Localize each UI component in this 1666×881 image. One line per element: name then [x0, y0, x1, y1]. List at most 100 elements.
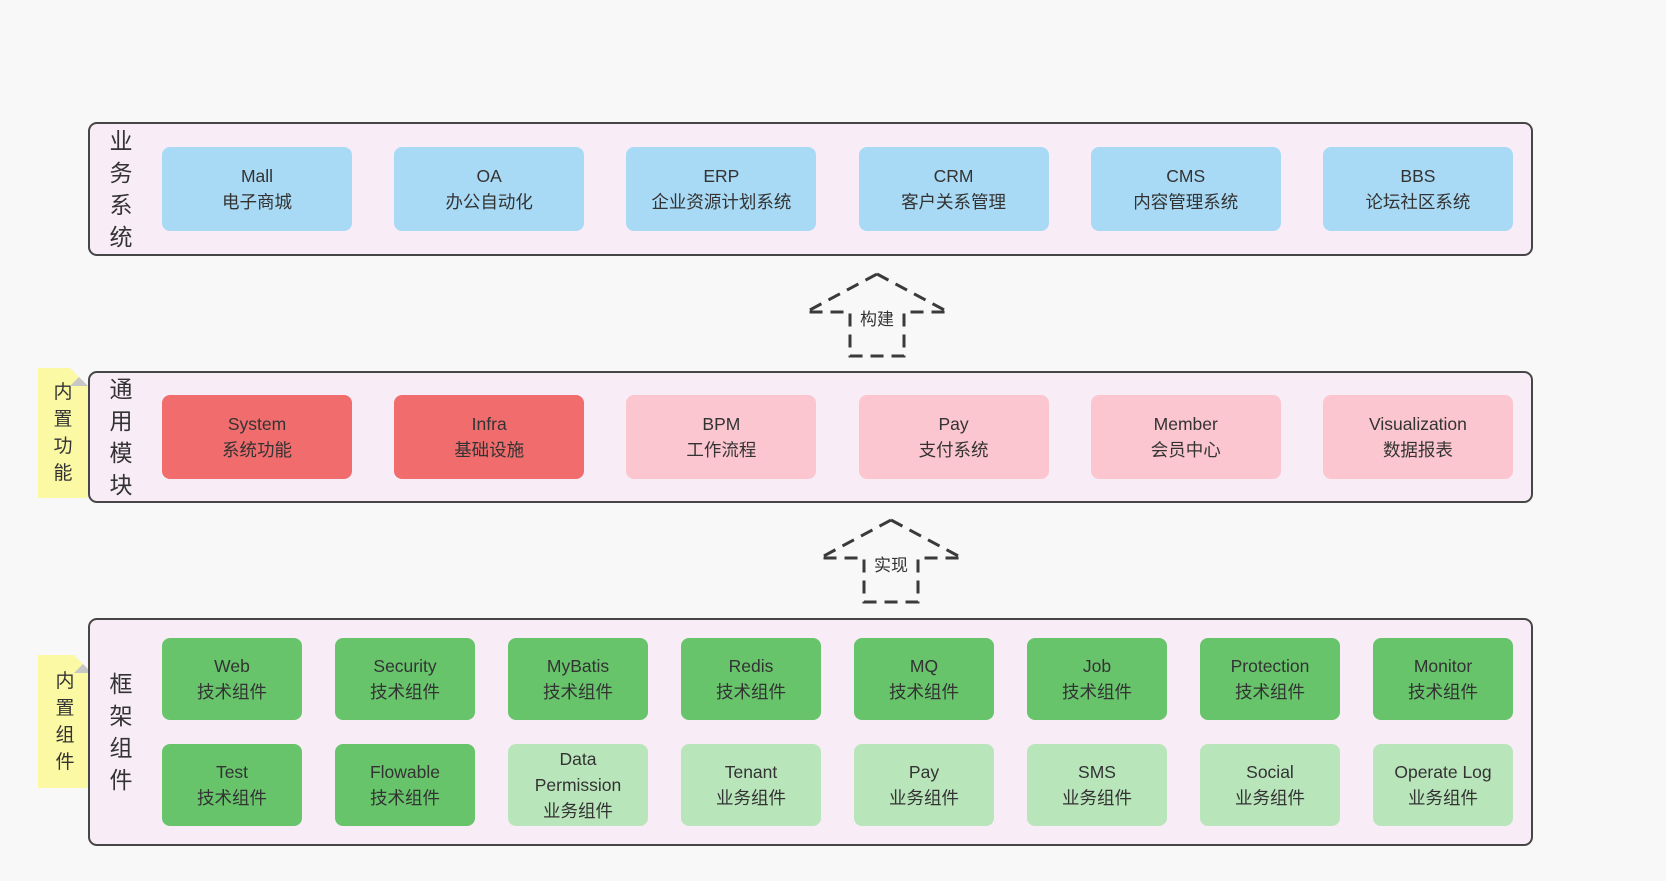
box-name: Tenant	[724, 761, 778, 782]
band-label-business-systems: 业务系统	[109, 128, 133, 250]
box-test: Test 技术组件	[162, 744, 302, 826]
box-mybatis: MyBatis 技术组件	[508, 638, 648, 720]
box-name: Test	[215, 761, 249, 782]
box-desc: 技术组件	[197, 788, 267, 808]
band-label-common-modules: 通用模块	[109, 376, 133, 498]
box-desc: 基础设施	[454, 440, 525, 460]
box-system: System 系统功能	[162, 395, 352, 479]
box-web: Web 技术组件	[162, 638, 302, 720]
arrow-implement-label: 实现	[871, 551, 911, 576]
box-name: Job	[1082, 655, 1112, 676]
box-name: Visualization	[1368, 413, 1467, 434]
box-desc: 技术组件	[1235, 682, 1305, 702]
box-name: Flowable	[369, 761, 441, 782]
arrow-up-icon	[805, 272, 949, 358]
box-name: MQ	[909, 655, 939, 676]
box-desc: 业务组件	[716, 788, 786, 808]
box-desc: 业务组件	[543, 801, 613, 822]
band-row: Web 技术组件 Security 技术组件 MyBatis 技术组件 Redi…	[136, 638, 1531, 720]
arrow-build-label: 构建	[857, 305, 897, 330]
box-member: Member 会员中心	[1090, 395, 1281, 479]
box-desc: 工作流程	[686, 440, 757, 460]
box-name: Data Permission	[534, 748, 622, 795]
box-sms: SMS 业务组件	[1027, 744, 1167, 826]
sticky-note-label: 内置组件	[55, 670, 75, 773]
band-business-systems: 业务系统 Mall 电子商城 OA 办公自动化 ERP 企业资源计划系统 CRM…	[88, 122, 1533, 256]
box-monitor: Monitor 技术组件	[1373, 638, 1513, 720]
box-desc: 会员中心	[1150, 440, 1221, 460]
box-name: Social	[1246, 761, 1294, 782]
box-name: CMS	[1166, 165, 1206, 186]
box-desc: 企业资源计划系统	[651, 192, 792, 212]
box-tenant: Tenant 业务组件	[681, 744, 821, 826]
box-name: SMS	[1078, 761, 1116, 782]
box-bbs: BBS 论坛社区系统	[1322, 147, 1513, 231]
box-desc: 办公自动化	[445, 192, 533, 212]
box-name: BBS	[1400, 165, 1436, 186]
box-pay-component: Pay 业务组件	[854, 744, 994, 826]
box-desc: 数据报表	[1382, 440, 1453, 460]
arrow-implement: 实现	[816, 517, 966, 605]
box-desc: 电子商城	[222, 192, 292, 212]
box-desc: 内容管理系统	[1133, 192, 1239, 212]
box-desc: 技术组件	[197, 682, 267, 702]
arrow-build: 构建	[802, 271, 952, 359]
box-name: Mall	[240, 165, 274, 186]
box-oa: OA 办公自动化	[394, 147, 585, 231]
box-social: Social 业务组件	[1200, 744, 1340, 826]
box-desc: 技术组件	[889, 682, 959, 702]
box-desc: 支付系统	[918, 440, 989, 460]
arrow-up-icon	[819, 518, 963, 604]
box-desc: 技术组件	[370, 682, 440, 702]
box-job: Job 技术组件	[1027, 638, 1167, 720]
box-desc: 技术组件	[716, 682, 786, 702]
band-common-modules: 通用模块 System 系统功能 Infra 基础设施 BPM 工作流程 Pay…	[88, 371, 1533, 503]
box-visualization: Visualization 数据报表	[1322, 395, 1513, 479]
box-security: Security 技术组件	[335, 638, 475, 720]
band-label-framework-components: 框架组件	[109, 671, 133, 793]
box-mq: MQ 技术组件	[854, 638, 994, 720]
box-name: Web	[214, 655, 250, 676]
box-name: Pay	[938, 413, 969, 434]
box-name: Protection	[1230, 655, 1310, 676]
box-name: BPM	[702, 413, 741, 434]
box-name: System	[227, 413, 287, 434]
band-row: Mall 电子商城 OA 办公自动化 ERP 企业资源计划系统 CRM 客户关系…	[136, 147, 1531, 231]
box-name: Monitor	[1413, 655, 1473, 676]
sticky-fold-corner-icon	[70, 368, 88, 386]
box-name: ERP	[703, 165, 740, 186]
band-row: Test 技术组件 Flowable 技术组件 Data Permission …	[136, 744, 1531, 826]
box-cms: CMS 内容管理系统	[1090, 147, 1281, 231]
box-name: Infra	[471, 413, 507, 434]
sticky-note-label: 内置功能	[53, 382, 73, 484]
box-name: Pay	[908, 761, 940, 782]
box-desc: 业务组件	[1062, 788, 1132, 808]
box-desc: 技术组件	[1408, 682, 1478, 702]
box-desc: 论坛社区系统	[1365, 192, 1471, 212]
box-desc: 业务组件	[1408, 788, 1478, 808]
band-rows: Web 技术组件 Security 技术组件 MyBatis 技术组件 Redi…	[136, 638, 1531, 826]
box-name: MyBatis	[546, 655, 610, 676]
band-framework-components: 框架组件 Web 技术组件 Security 技术组件 MyBatis 技术组件…	[88, 618, 1533, 846]
box-data-permission: Data Permission 业务组件	[508, 744, 648, 826]
sticky-note-built-in-components: 内置组件	[38, 655, 92, 788]
box-pay-system: Pay 支付系统	[858, 395, 1049, 479]
box-infra: Infra 基础设施	[394, 395, 585, 479]
box-name: Security	[373, 655, 437, 676]
box-desc: 系统功能	[222, 440, 292, 460]
box-name: Redis	[728, 655, 774, 676]
box-protection: Protection 技术组件	[1200, 638, 1340, 720]
box-crm: CRM 客户关系管理	[858, 147, 1049, 231]
band-row: System 系统功能 Infra 基础设施 BPM 工作流程 Pay 支付系统…	[136, 395, 1531, 479]
box-desc: 技术组件	[1062, 682, 1132, 702]
box-redis: Redis 技术组件	[681, 638, 821, 720]
box-name: Operate Log	[1394, 761, 1492, 782]
box-name: Member	[1153, 413, 1218, 434]
box-desc: 技术组件	[370, 788, 440, 808]
box-name: OA	[476, 165, 502, 186]
box-desc: 业务组件	[889, 788, 959, 808]
box-desc: 技术组件	[543, 682, 613, 702]
box-erp: ERP 企业资源计划系统	[626, 147, 817, 231]
box-desc: 客户关系管理	[901, 192, 1007, 212]
